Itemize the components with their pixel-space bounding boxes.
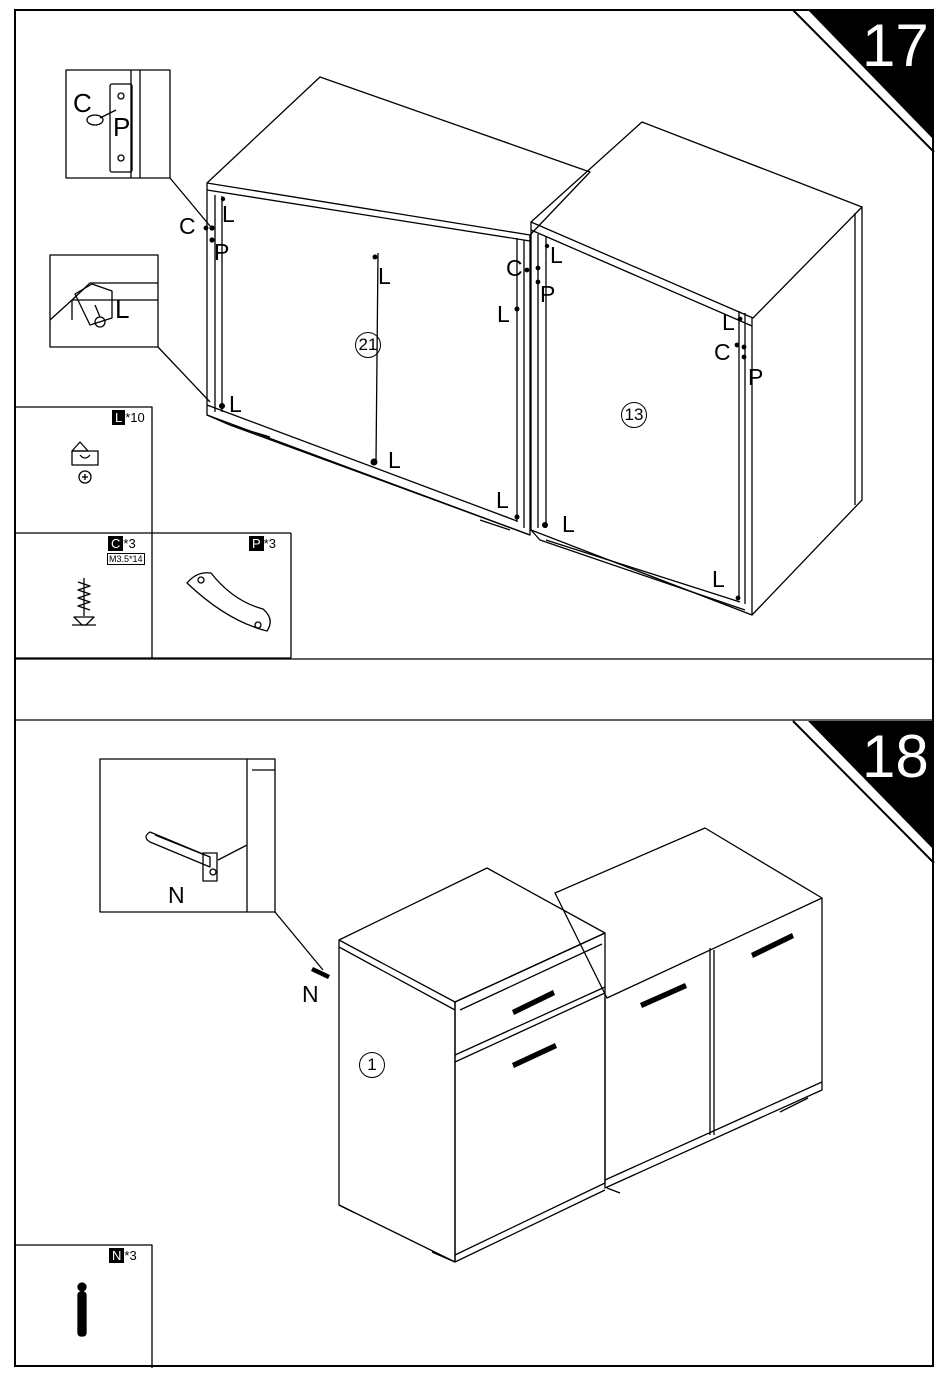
detail-box-anti-tip [100,759,323,970]
hardware-badge-P: P*3 [249,536,276,551]
part-number-1: 1 [359,1052,385,1078]
hardware-badge-N: N*3 [109,1248,137,1263]
hardware-badge-C: C*3 [108,536,136,551]
screw-part-icon [72,578,96,625]
label-C: C [73,90,92,116]
label-L: L [497,303,510,326]
step17-number: 17 [862,16,929,76]
label-P: P [113,114,130,140]
screw-spec: M3.5*14 [107,553,145,565]
label-L: L [222,203,235,226]
label-L: L [229,393,242,416]
step17-fastener-dots [204,197,747,601]
label-N: N [168,884,185,907]
label-P: P [748,366,763,389]
label-L: L [388,449,401,472]
plate-part-icon [187,573,270,631]
connector-part-icon [72,442,98,483]
label-N: N [302,983,319,1006]
step18-cabinet-sideboard [555,828,822,1193]
handles [512,933,794,1068]
label-L: L [712,568,725,591]
hardware-badge-L: L*10 [112,410,145,425]
step17-hardware-table [14,407,291,658]
label-C: C [714,341,731,364]
label-L: L [115,296,129,322]
label-L: L [550,244,563,267]
label-L: L [496,489,509,512]
detail-box-connector [50,255,210,402]
label-L: L [722,311,735,334]
label-C: C [179,215,196,238]
label-L: L [378,265,391,288]
step18-number: 18 [862,727,929,787]
anti-tip-screw-dot [311,967,330,979]
part-number-13: 13 [621,402,647,428]
label-P: P [214,241,229,264]
part-number-21: 21 [355,332,381,358]
label-C: C [506,257,523,280]
label-L: L [562,513,575,536]
step17-right-unit [531,122,862,615]
anchor-part-icon [78,1283,86,1336]
label-P: P [540,283,555,306]
